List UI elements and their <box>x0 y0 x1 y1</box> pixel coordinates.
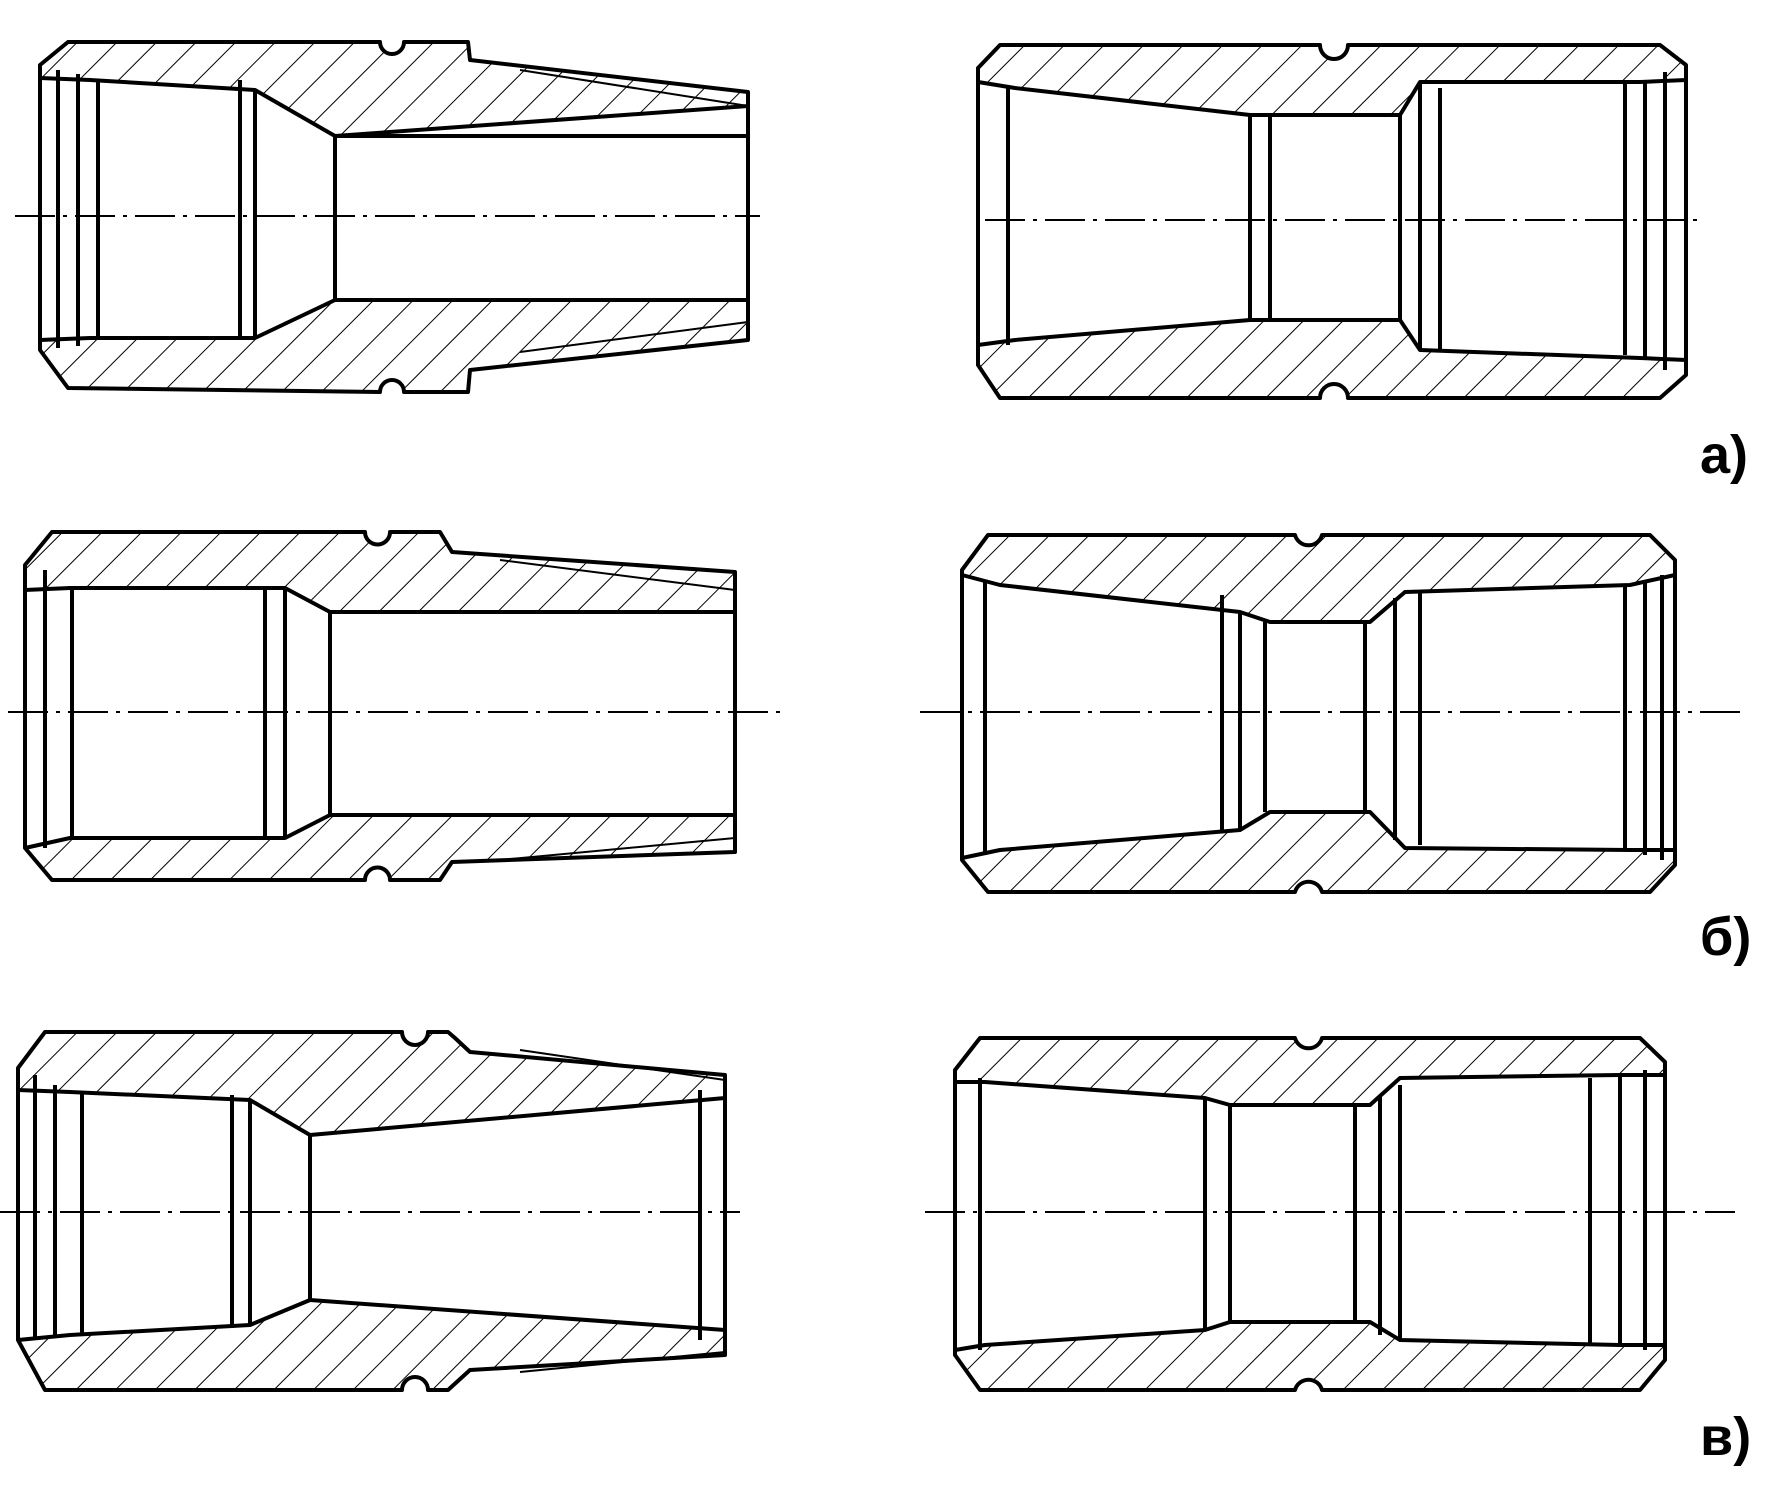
row-label-b: б) <box>1700 907 1752 967</box>
fitting-v-right-lower-wall <box>953 1320 1667 1392</box>
fitting-v-right <box>953 1036 1667 1392</box>
fitting-a-left-lower-wall <box>38 298 750 394</box>
fitting-v-left-lower-wall <box>16 1298 727 1392</box>
fitting-v-left <box>16 1030 727 1392</box>
fitting-v-left-upper-wall <box>16 1030 727 1137</box>
fitting-a-right-lower-wall <box>976 318 1688 400</box>
fitting-a-left <box>38 40 750 394</box>
centerlines <box>0 215 1740 1213</box>
fitting-b-left <box>23 530 737 882</box>
fitting-v-right-upper-wall <box>953 1036 1667 1107</box>
fitting-a-right <box>976 43 1688 400</box>
fitting-a-right-upper-wall <box>976 43 1688 117</box>
fitting-b-right-lower-wall <box>960 810 1677 894</box>
fitting-b-right-upper-wall <box>960 533 1677 624</box>
row-label-a: а) <box>1700 425 1749 485</box>
fitting-b-left-upper-wall <box>23 530 737 614</box>
fitting-a-left-upper-wall <box>38 40 750 138</box>
fitting-b-right <box>960 533 1677 894</box>
row-label-v: в) <box>1700 1407 1752 1467</box>
